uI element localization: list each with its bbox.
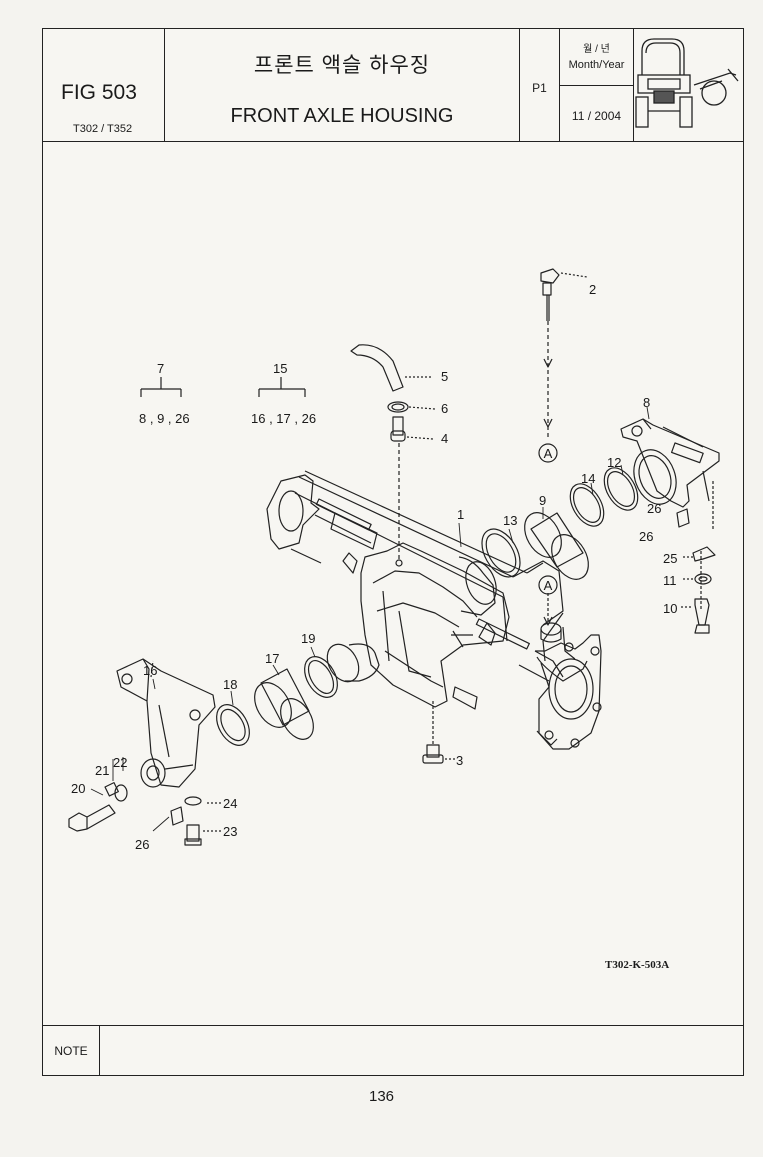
marker-a-lower-label: A xyxy=(544,578,553,593)
note-row: NOTE xyxy=(43,1025,743,1076)
drawing-frame: FIG 503 T302 / T352 프론트 액슬 하우징 FRONT AXL… xyxy=(42,28,744,1076)
title-korean: 프론트 액슬 하우징 xyxy=(253,54,431,77)
breather-part-2 xyxy=(540,268,588,437)
callout-10: 10 xyxy=(663,601,677,616)
group-7-members: 8 , 9 , 26 xyxy=(139,411,190,426)
callout-2: 2 xyxy=(589,282,596,297)
callout-5: 5 xyxy=(441,369,448,384)
date-value-row: 11 / 2004 xyxy=(560,85,633,141)
callout-20: 20 xyxy=(71,781,85,796)
right-support-parts xyxy=(481,418,720,634)
note-label: NOTE xyxy=(43,1026,100,1076)
date-label-english: Month/Year xyxy=(568,59,625,71)
page-number: 136 xyxy=(368,1088,395,1105)
date-cell: 월 / 년 Month/Year 11 / 2004 xyxy=(560,29,634,141)
title-english: FRONT AXLE HOUSING xyxy=(230,105,454,127)
date-value: 11 / 2004 xyxy=(571,109,622,123)
tractor-icon xyxy=(635,38,739,128)
callout-15: 15 xyxy=(273,361,287,376)
marker-a-upper xyxy=(538,443,558,463)
callout-23: 23 xyxy=(223,824,237,839)
group-15-members: 16 , 17 , 26 xyxy=(251,411,316,426)
drain-plug-part-3 xyxy=(422,701,455,764)
callout-1: 1 xyxy=(457,507,464,522)
callout-24: 24 xyxy=(223,796,237,811)
date-label: 월 / 년 Month/Year xyxy=(560,29,633,86)
callout-3: 3 xyxy=(456,753,463,768)
callout-22: 22 xyxy=(113,755,127,770)
marker-a-upper-label: A xyxy=(544,446,553,461)
callout-17: 17 xyxy=(265,651,279,666)
callout-26-right: 26 xyxy=(639,529,653,544)
callout-19: 19 xyxy=(301,631,315,646)
callout-25: 25 xyxy=(663,551,677,566)
callout-4: 4 xyxy=(441,431,448,446)
callout-8: 8 xyxy=(643,395,650,410)
callout-21: 21 xyxy=(95,763,109,778)
callout-7: 7 xyxy=(157,361,164,376)
marker-a-lower xyxy=(538,575,558,595)
figure-number: FIG 503 xyxy=(61,81,137,104)
callout-6: 6 xyxy=(441,401,448,416)
group-brackets xyxy=(140,377,306,397)
callout-9: 9 xyxy=(539,493,546,508)
page-code-cell: P1 xyxy=(520,29,560,141)
callout-13: 13 xyxy=(503,513,517,528)
hose-assembly-parts xyxy=(350,344,436,559)
page-code: P1 xyxy=(532,81,547,95)
date-label-korean: 월 / 년 xyxy=(583,44,610,55)
callout-26-left: 26 xyxy=(135,837,149,852)
left-support-parts xyxy=(68,643,380,846)
title-block: FIG 503 T302 / T352 프론트 액슬 하우징 FRONT AXL… xyxy=(43,29,743,142)
front-axle-housing-drawing: A A 1 2 3 4 5 6 7 8 9 10 11 12 13 14 15 … xyxy=(68,268,720,852)
title-cell: 프론트 액슬 하우징 FRONT AXLE HOUSING xyxy=(165,29,520,141)
axle-housing-part xyxy=(266,470,602,750)
callout-16: 16 xyxy=(143,663,157,678)
callout-numbers: 1 2 3 4 5 6 7 8 9 10 11 12 13 14 15 16 1… xyxy=(71,282,677,852)
drawing-reference: T302-K-503A xyxy=(605,959,670,971)
callout-11: 11 xyxy=(663,573,677,588)
tractor-thumbnail-cell xyxy=(634,29,743,141)
exploded-view-diagram: A A 1 2 3 4 5 6 7 8 9 10 11 12 13 14 15 … xyxy=(43,141,743,1025)
figure-cell: FIG 503 T302 / T352 xyxy=(43,29,165,141)
callout-14: 14 xyxy=(581,471,595,486)
callout-26-bracket: 26 xyxy=(647,501,661,516)
callout-18: 18 xyxy=(223,677,237,692)
callout-12: 12 xyxy=(607,455,621,470)
model-numbers: T302 / T352 xyxy=(73,123,133,135)
